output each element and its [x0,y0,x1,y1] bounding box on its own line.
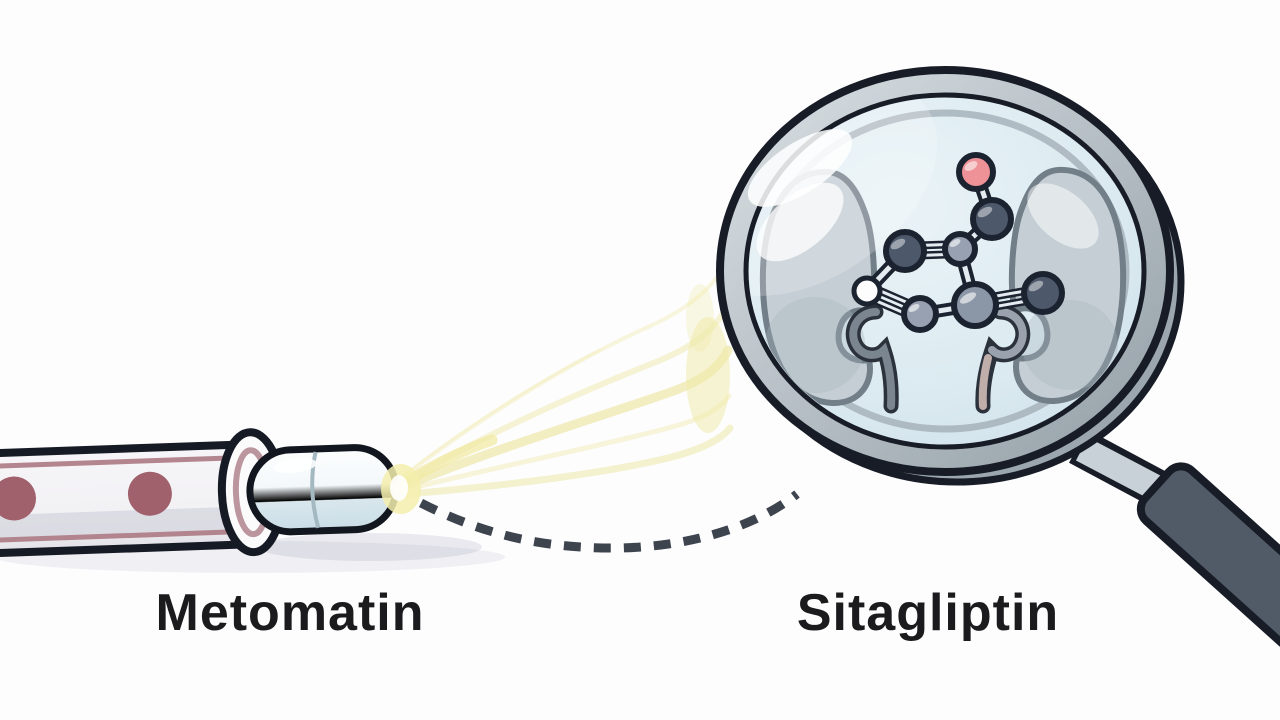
atom-white [851,275,883,307]
tube-dot [0,476,37,521]
kidney-left [756,168,878,407]
kidney-highlight [1027,183,1099,249]
capsule-seam [310,451,321,529]
ureter-left [845,304,899,414]
capsule [246,444,400,536]
capsule-glint [273,458,317,474]
tube-stripe-top [0,455,237,470]
light-streaks [381,264,734,514]
kidney-highlight [756,182,844,262]
kidney-right [1008,166,1127,405]
label-metomatin: Metomatin [155,584,425,642]
rim-glow [686,284,730,433]
tube-dot [127,471,172,516]
atom-dark [1021,271,1065,315]
lens-reflection [747,129,853,207]
magnifier-neck [1069,429,1173,509]
pill-dispenser-tube [0,428,400,558]
atom-dark [883,229,927,273]
atom-highlights [890,161,1044,312]
atom-gray [942,231,978,267]
atom-gray [901,295,939,333]
atom-red [956,152,996,192]
ureter-right [975,304,1031,414]
label-sitagliptin: Sitagliptin [796,584,1060,642]
molecule [851,152,1065,333]
atom-dark [970,197,1014,241]
dashed-connector [418,490,800,553]
magnifier-handle [1136,462,1280,696]
tube-stripe-bottom [0,529,240,544]
atom-gray-large [951,281,999,329]
